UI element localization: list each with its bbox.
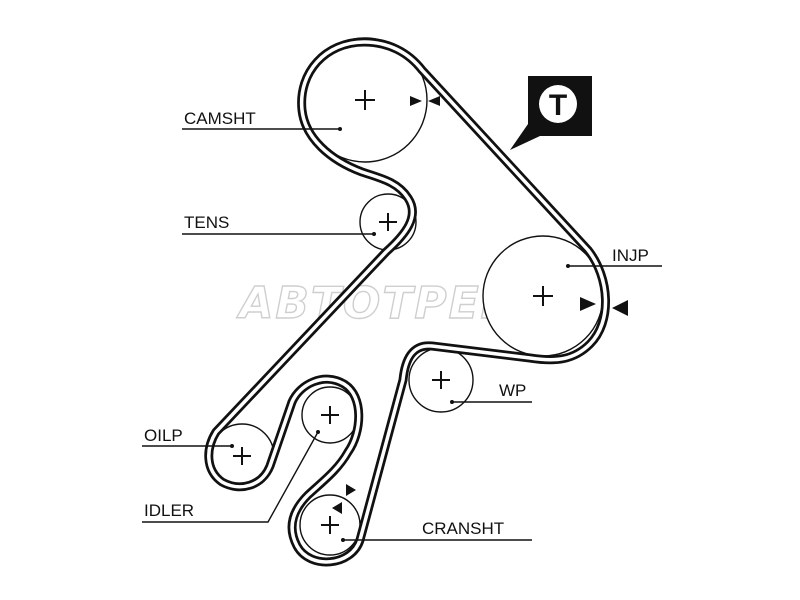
injection-pump-pulley — [482, 235, 604, 357]
label-oil-pump: OILP — [144, 426, 183, 445]
label-idler: IDLER — [144, 501, 194, 520]
crankshaft-timing-mark — [332, 484, 356, 514]
label-injection-pump: INJP — [612, 246, 649, 265]
crankshaft-pulley — [299, 494, 361, 556]
injection-pump-timing-mark — [580, 297, 628, 316]
idler-pulley — [301, 386, 359, 444]
label-crankshaft: CRANSHT — [422, 519, 504, 538]
timing-belt — [204, 37, 610, 567]
label-tensioner: TENS — [184, 213, 229, 232]
label-camshaft: CAMSHT — [184, 109, 256, 128]
label-water-pump: WP — [499, 381, 526, 400]
leader-lines — [142, 127, 662, 542]
camshaft-timing-mark — [410, 96, 440, 106]
badge-letter: T — [549, 89, 567, 122]
tensioner-badge: T — [510, 76, 592, 150]
